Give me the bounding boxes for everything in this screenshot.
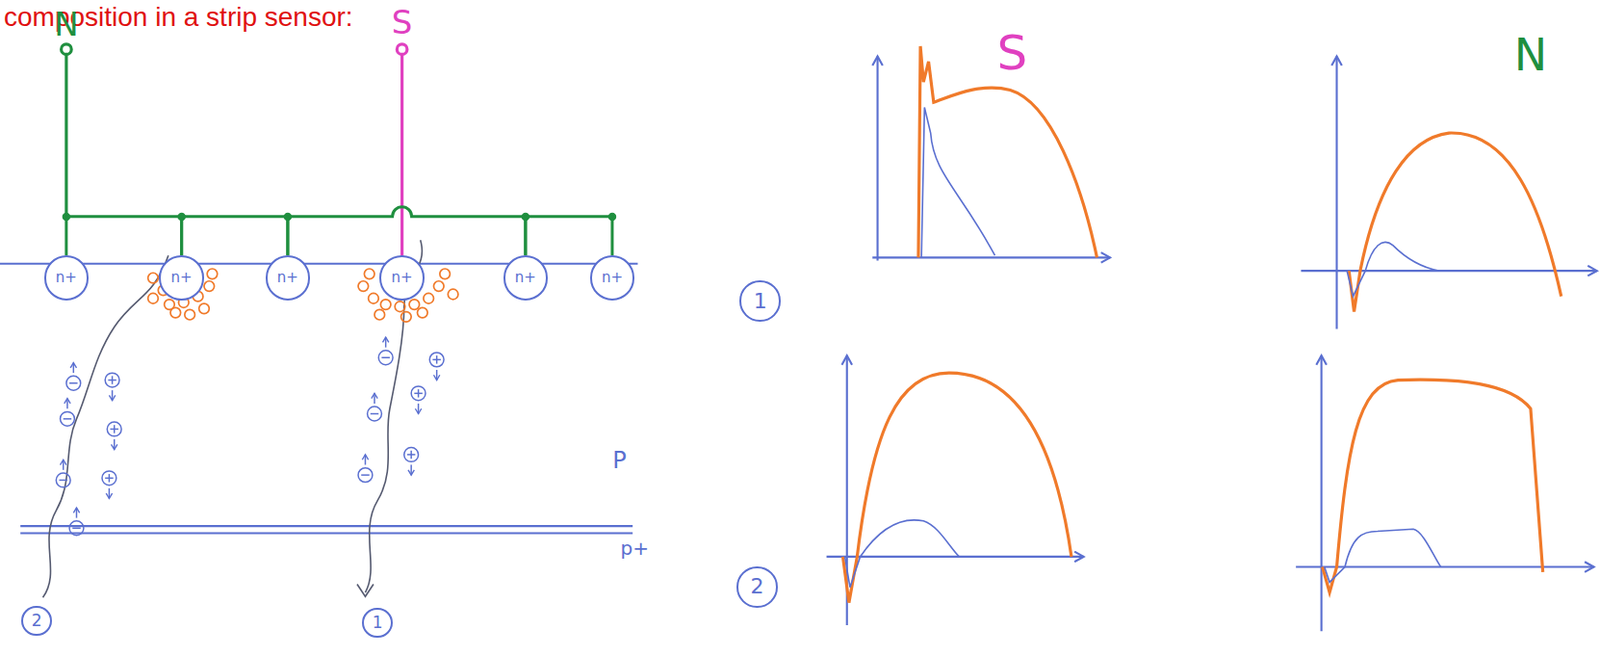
node-text: n+ (391, 270, 413, 285)
n-terminal (61, 44, 73, 55)
graph-axis (1320, 355, 1323, 631)
strip-implant: n+ (503, 255, 549, 301)
callout-number: 1 (739, 280, 780, 321)
node-text: n+ (515, 270, 537, 285)
electron-symbols (55, 336, 393, 536)
total-signal (918, 46, 1097, 258)
implant-label: p+ (620, 538, 649, 558)
bus-wire (525, 216, 613, 256)
strip-implant: n+ (158, 255, 205, 301)
graph-axis (876, 56, 878, 261)
graph-axis (826, 555, 1084, 558)
total-signal (1322, 379, 1544, 593)
node-text: 2 (749, 575, 764, 597)
column-header: S (997, 28, 1029, 78)
node-text: 1 (372, 614, 384, 631)
node-text: n+ (55, 270, 78, 285)
callout-number: 2 (736, 566, 777, 607)
n-wire (64, 53, 68, 217)
readout-name: N (53, 7, 78, 41)
column-header: N (1514, 32, 1548, 78)
strip-implant: n+ (379, 255, 425, 301)
node-text: n+ (171, 270, 193, 285)
callout-number: 2 (21, 605, 52, 637)
backplane (20, 531, 633, 534)
graph-axis (1300, 269, 1597, 272)
node-text: 1 (753, 290, 768, 312)
graph-axis (1335, 56, 1338, 330)
component-signal (845, 519, 960, 588)
particle-track (43, 255, 169, 597)
node-text: 2 (31, 612, 43, 629)
component-signal (1324, 528, 1442, 582)
graph-axis (1295, 565, 1595, 568)
track-arrow (357, 584, 374, 597)
s-wire (400, 53, 404, 258)
component-signal (921, 107, 995, 259)
bus-wire (181, 216, 288, 256)
hole-symbols (102, 352, 444, 499)
strip-implant: n+ (590, 255, 636, 301)
total-signal (843, 372, 1072, 602)
readout-name: S (391, 5, 413, 39)
strip-implant: n+ (44, 255, 90, 301)
bulk-label: P (612, 448, 626, 472)
callout-number: 1 (361, 607, 393, 639)
node-text: n+ (277, 270, 299, 285)
bus-wire (66, 216, 182, 256)
node-text: n+ (601, 270, 623, 285)
bus-wire (287, 206, 526, 256)
graph-axis (872, 256, 1110, 259)
s-terminal (396, 44, 408, 55)
backplane (20, 524, 633, 527)
strip-implant: n+ (265, 255, 311, 301)
component-signal (1346, 241, 1439, 296)
total-signal (1348, 132, 1561, 312)
